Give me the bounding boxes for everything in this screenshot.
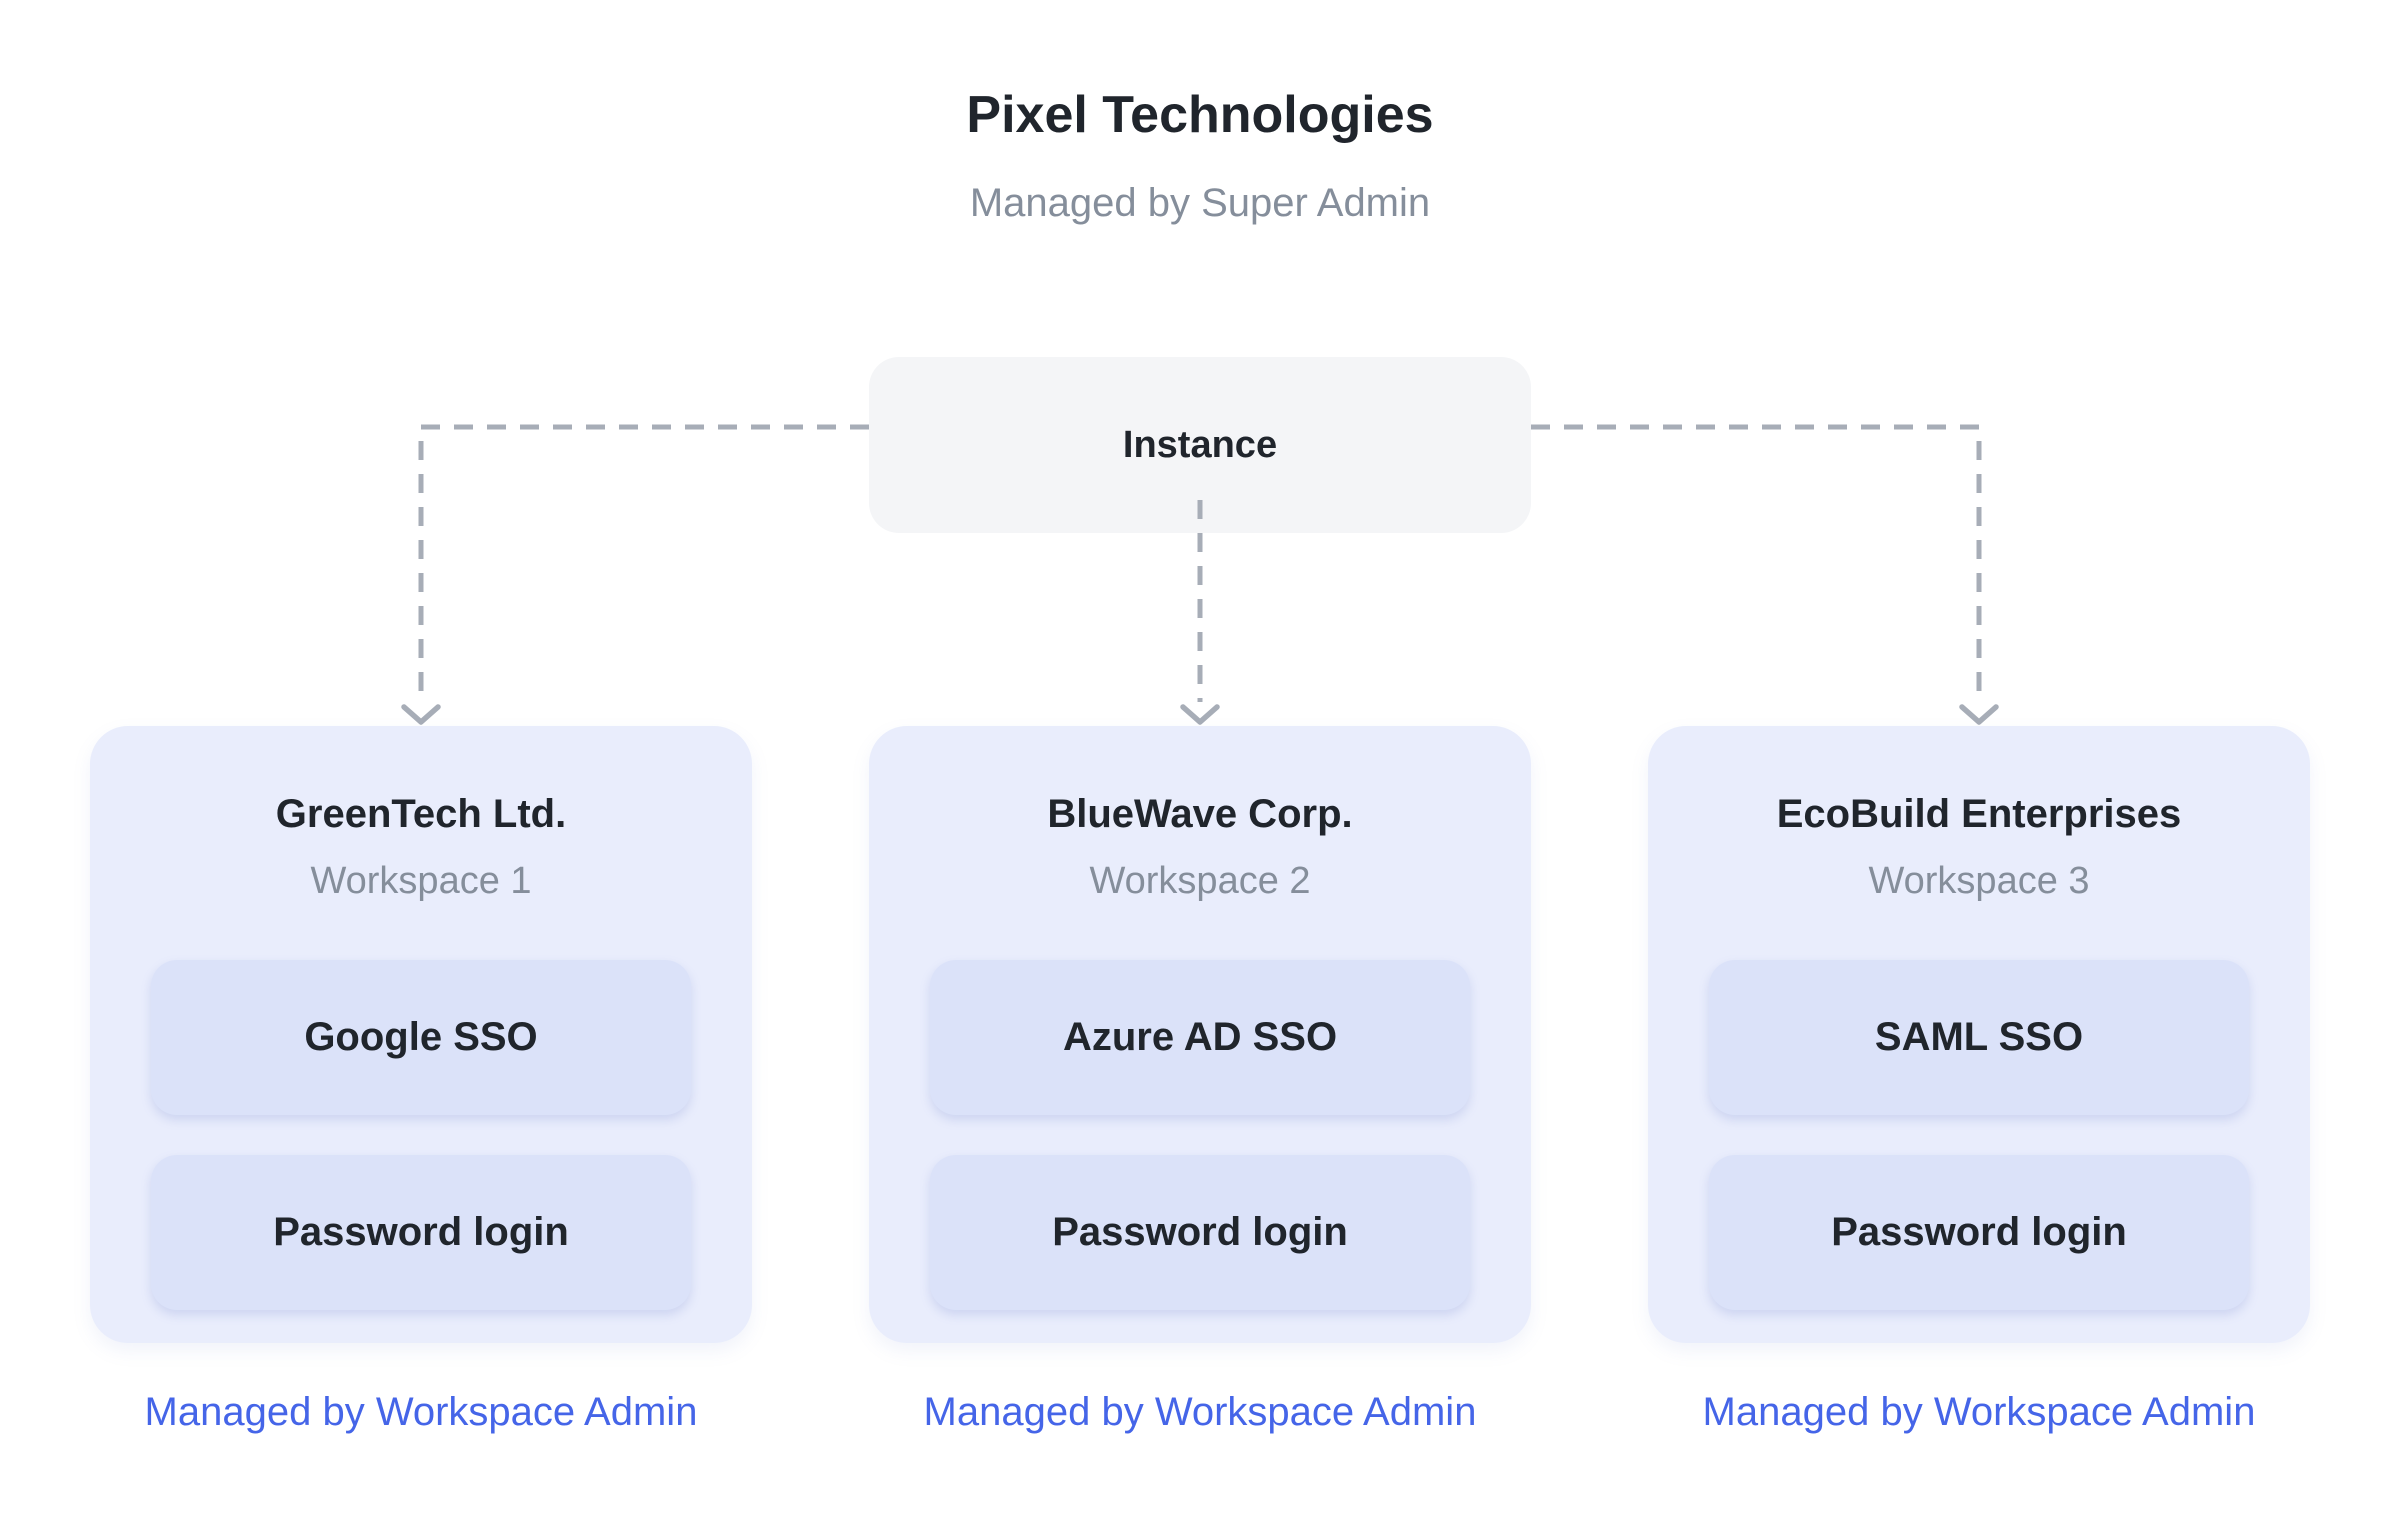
arrow-down-icon bbox=[1959, 704, 1999, 725]
company-name: GreenTech Ltd. bbox=[275, 792, 567, 836]
connector-left bbox=[418, 424, 869, 702]
company-name: EcoBuild Enterprises bbox=[1776, 792, 2182, 836]
instance-node: Instance bbox=[869, 357, 1531, 533]
managed-by-note: Managed by Workspace Admin bbox=[1702, 1390, 2256, 1434]
auth-method-label: Password login bbox=[1831, 1210, 2127, 1254]
auth-method-label: Google SSO bbox=[304, 1015, 538, 1059]
workspace-card-bluewave: BlueWave Corp. Workspace 2 Azure AD SSO … bbox=[869, 726, 1531, 1343]
connector-right bbox=[1531, 424, 1982, 702]
workspace-label: Workspace 1 bbox=[310, 860, 532, 902]
auth-method-label: Password login bbox=[273, 1210, 569, 1254]
workspace-card-greentech: GreenTech Ltd. Workspace 1 Google SSO Pa… bbox=[90, 726, 752, 1343]
auth-method-box: Google SSO bbox=[151, 960, 691, 1115]
auth-method-box: Password login bbox=[1709, 1155, 2249, 1310]
arrow-down-icon bbox=[401, 704, 441, 725]
auth-method-label: Azure AD SSO bbox=[1062, 1015, 1338, 1059]
auth-method-box: Password login bbox=[151, 1155, 691, 1310]
workspace-card-ecobuild: EcoBuild Enterprises Workspace 3 SAML SS… bbox=[1648, 726, 2310, 1343]
arrow-down-icon bbox=[1180, 704, 1220, 725]
auth-method-label: Password login bbox=[1052, 1210, 1348, 1254]
managed-by-note: Managed by Workspace Admin bbox=[144, 1390, 698, 1434]
instance-label: Instance bbox=[1122, 423, 1278, 466]
auth-method-label: SAML SSO bbox=[1874, 1015, 2084, 1059]
auth-method-box: Azure AD SSO bbox=[930, 960, 1470, 1115]
page-title: Pixel Technologies bbox=[966, 86, 1434, 144]
managed-by-note: Managed by Workspace Admin bbox=[923, 1390, 1477, 1434]
workspace-label: Workspace 2 bbox=[1089, 860, 1311, 902]
company-name: BlueWave Corp. bbox=[1047, 792, 1353, 836]
auth-method-box: Password login bbox=[930, 1155, 1470, 1310]
auth-method-box: SAML SSO bbox=[1709, 960, 2249, 1115]
workspace-label: Workspace 3 bbox=[1868, 860, 2090, 902]
page-subtitle: Managed by Super Admin bbox=[969, 181, 1431, 225]
